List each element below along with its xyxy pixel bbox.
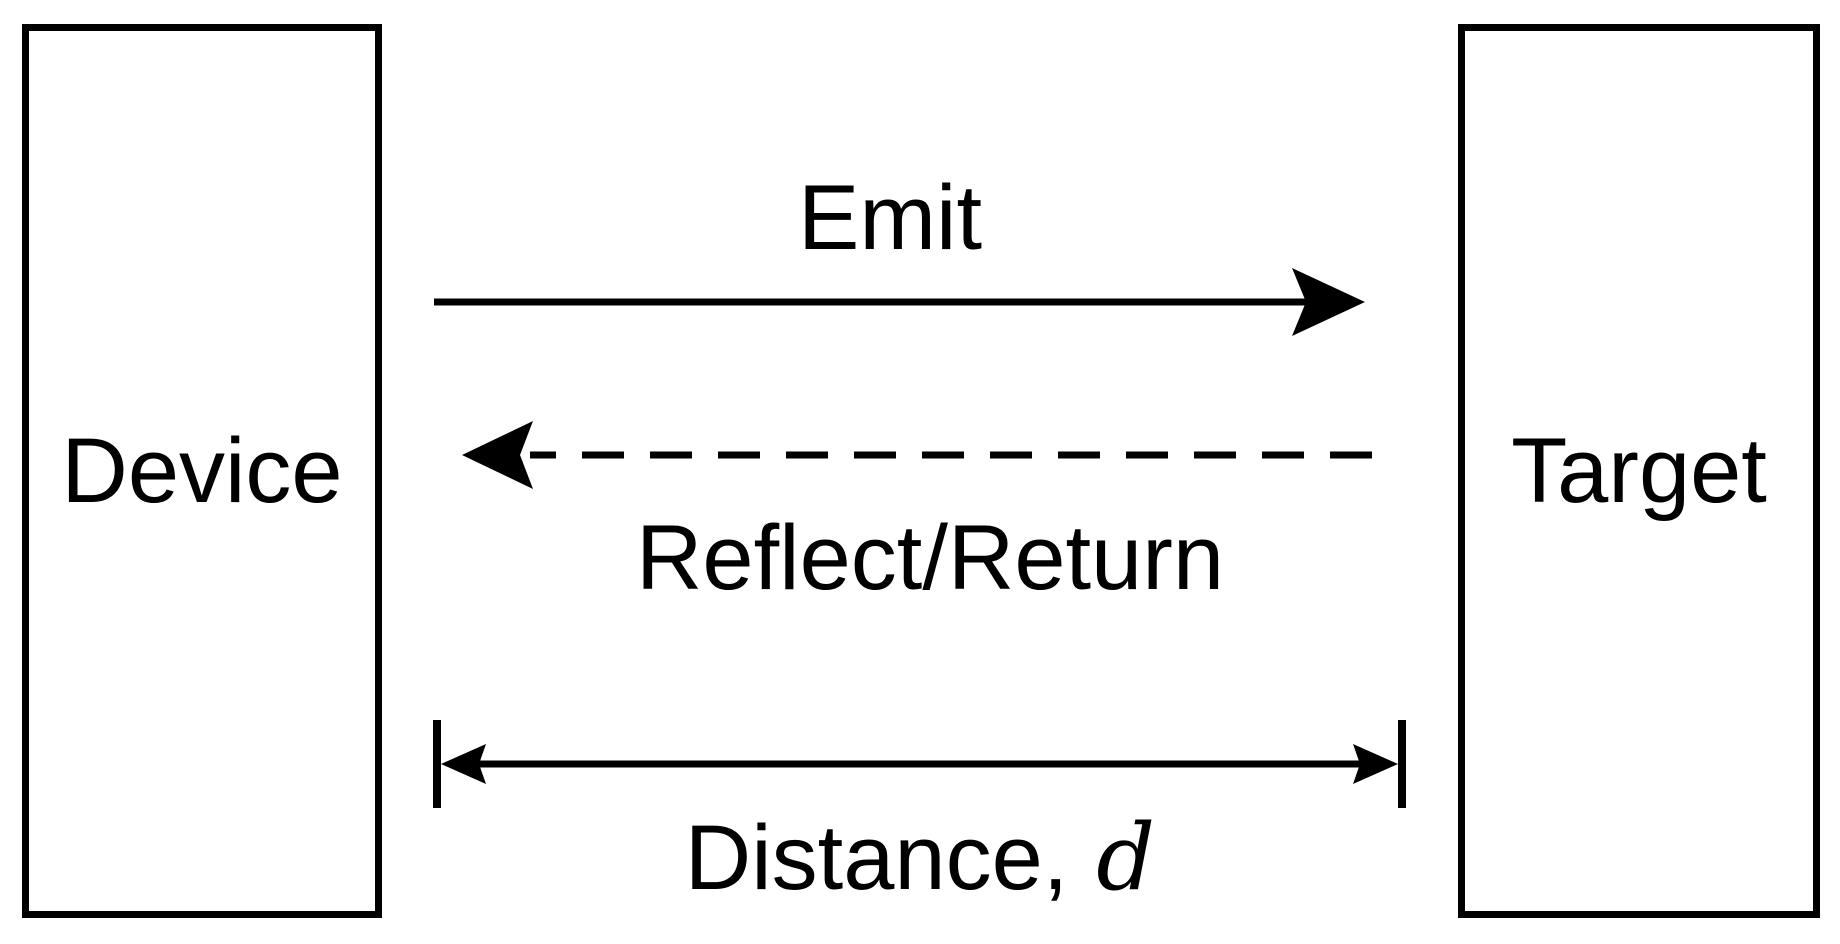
- distance-label: Distance,: [684, 807, 1069, 909]
- distance-label-group: Distance,d: [640, 812, 1200, 905]
- emit-label: Emit: [798, 167, 982, 269]
- emit-arrow: [434, 268, 1365, 336]
- target-box: Target: [1458, 24, 1820, 918]
- device-box: Device: [22, 24, 382, 918]
- distance-arrow: [433, 720, 1406, 808]
- reflect-arrow: [462, 421, 1372, 489]
- target-label: Target: [1511, 420, 1767, 522]
- distance-variable: d: [1096, 804, 1156, 911]
- device-label: Device: [61, 420, 343, 522]
- reflect-label: Reflect/Return: [635, 507, 1225, 609]
